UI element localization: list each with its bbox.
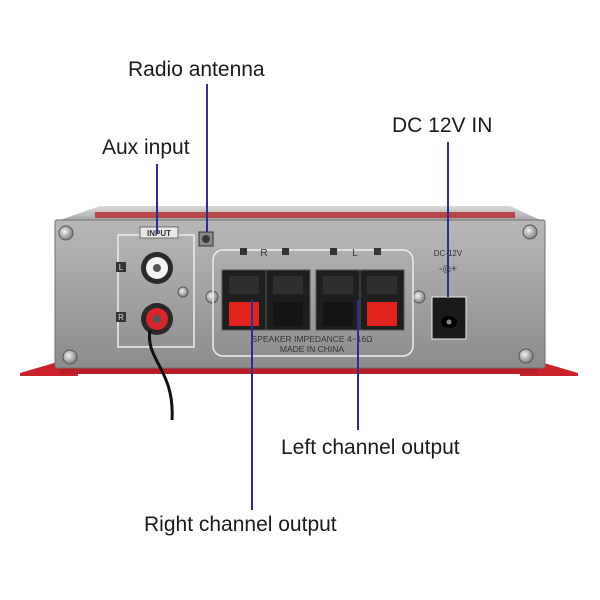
dc-power-jack[interactable] <box>431 296 467 340</box>
channel-l-label: L <box>352 248 358 259</box>
rca-jack-white[interactable] <box>141 252 173 284</box>
input-label: INPUT <box>147 229 171 238</box>
screw-icon <box>412 290 426 304</box>
screw-icon <box>62 349 78 365</box>
jack-mark-r: R <box>118 313 124 322</box>
rca-jack-red[interactable] <box>141 303 173 335</box>
made-in-text: MADE IN CHINA <box>280 344 345 354</box>
speaker-section-outline <box>212 249 414 357</box>
jack-mark-box-r <box>116 312 126 322</box>
jack-mark-l: L <box>119 263 124 272</box>
screw-icon <box>58 225 74 241</box>
channel-markings: R L <box>240 248 381 259</box>
radio-antenna-callout: Radio antenna <box>128 58 265 81</box>
channel-r-label: R <box>260 248 267 259</box>
antenna-cable <box>147 329 174 421</box>
input-label-bg <box>139 226 179 239</box>
right-channel-output-callout: Right channel output <box>144 513 337 536</box>
screw-icon <box>205 290 219 304</box>
dc-in-callout: DC 12V IN <box>392 114 493 137</box>
screw-icon <box>518 348 534 364</box>
jack-mark-box-l <box>116 262 126 272</box>
right-speaker-terminals[interactable] <box>221 269 311 331</box>
antenna-port-icon <box>202 235 210 243</box>
speaker-impedance-text: SPEAKER IMPEDANCE 4~16Ω <box>252 334 373 344</box>
red-top-strip <box>95 212 515 218</box>
screw-icon <box>522 224 538 240</box>
left-speaker-terminals[interactable] <box>315 269 405 331</box>
small-screw-icon <box>177 286 189 298</box>
callout-lines <box>156 84 449 510</box>
aux-input-callout: Aux input <box>102 136 190 159</box>
left-channel-output-callout: Left channel output <box>281 436 460 459</box>
